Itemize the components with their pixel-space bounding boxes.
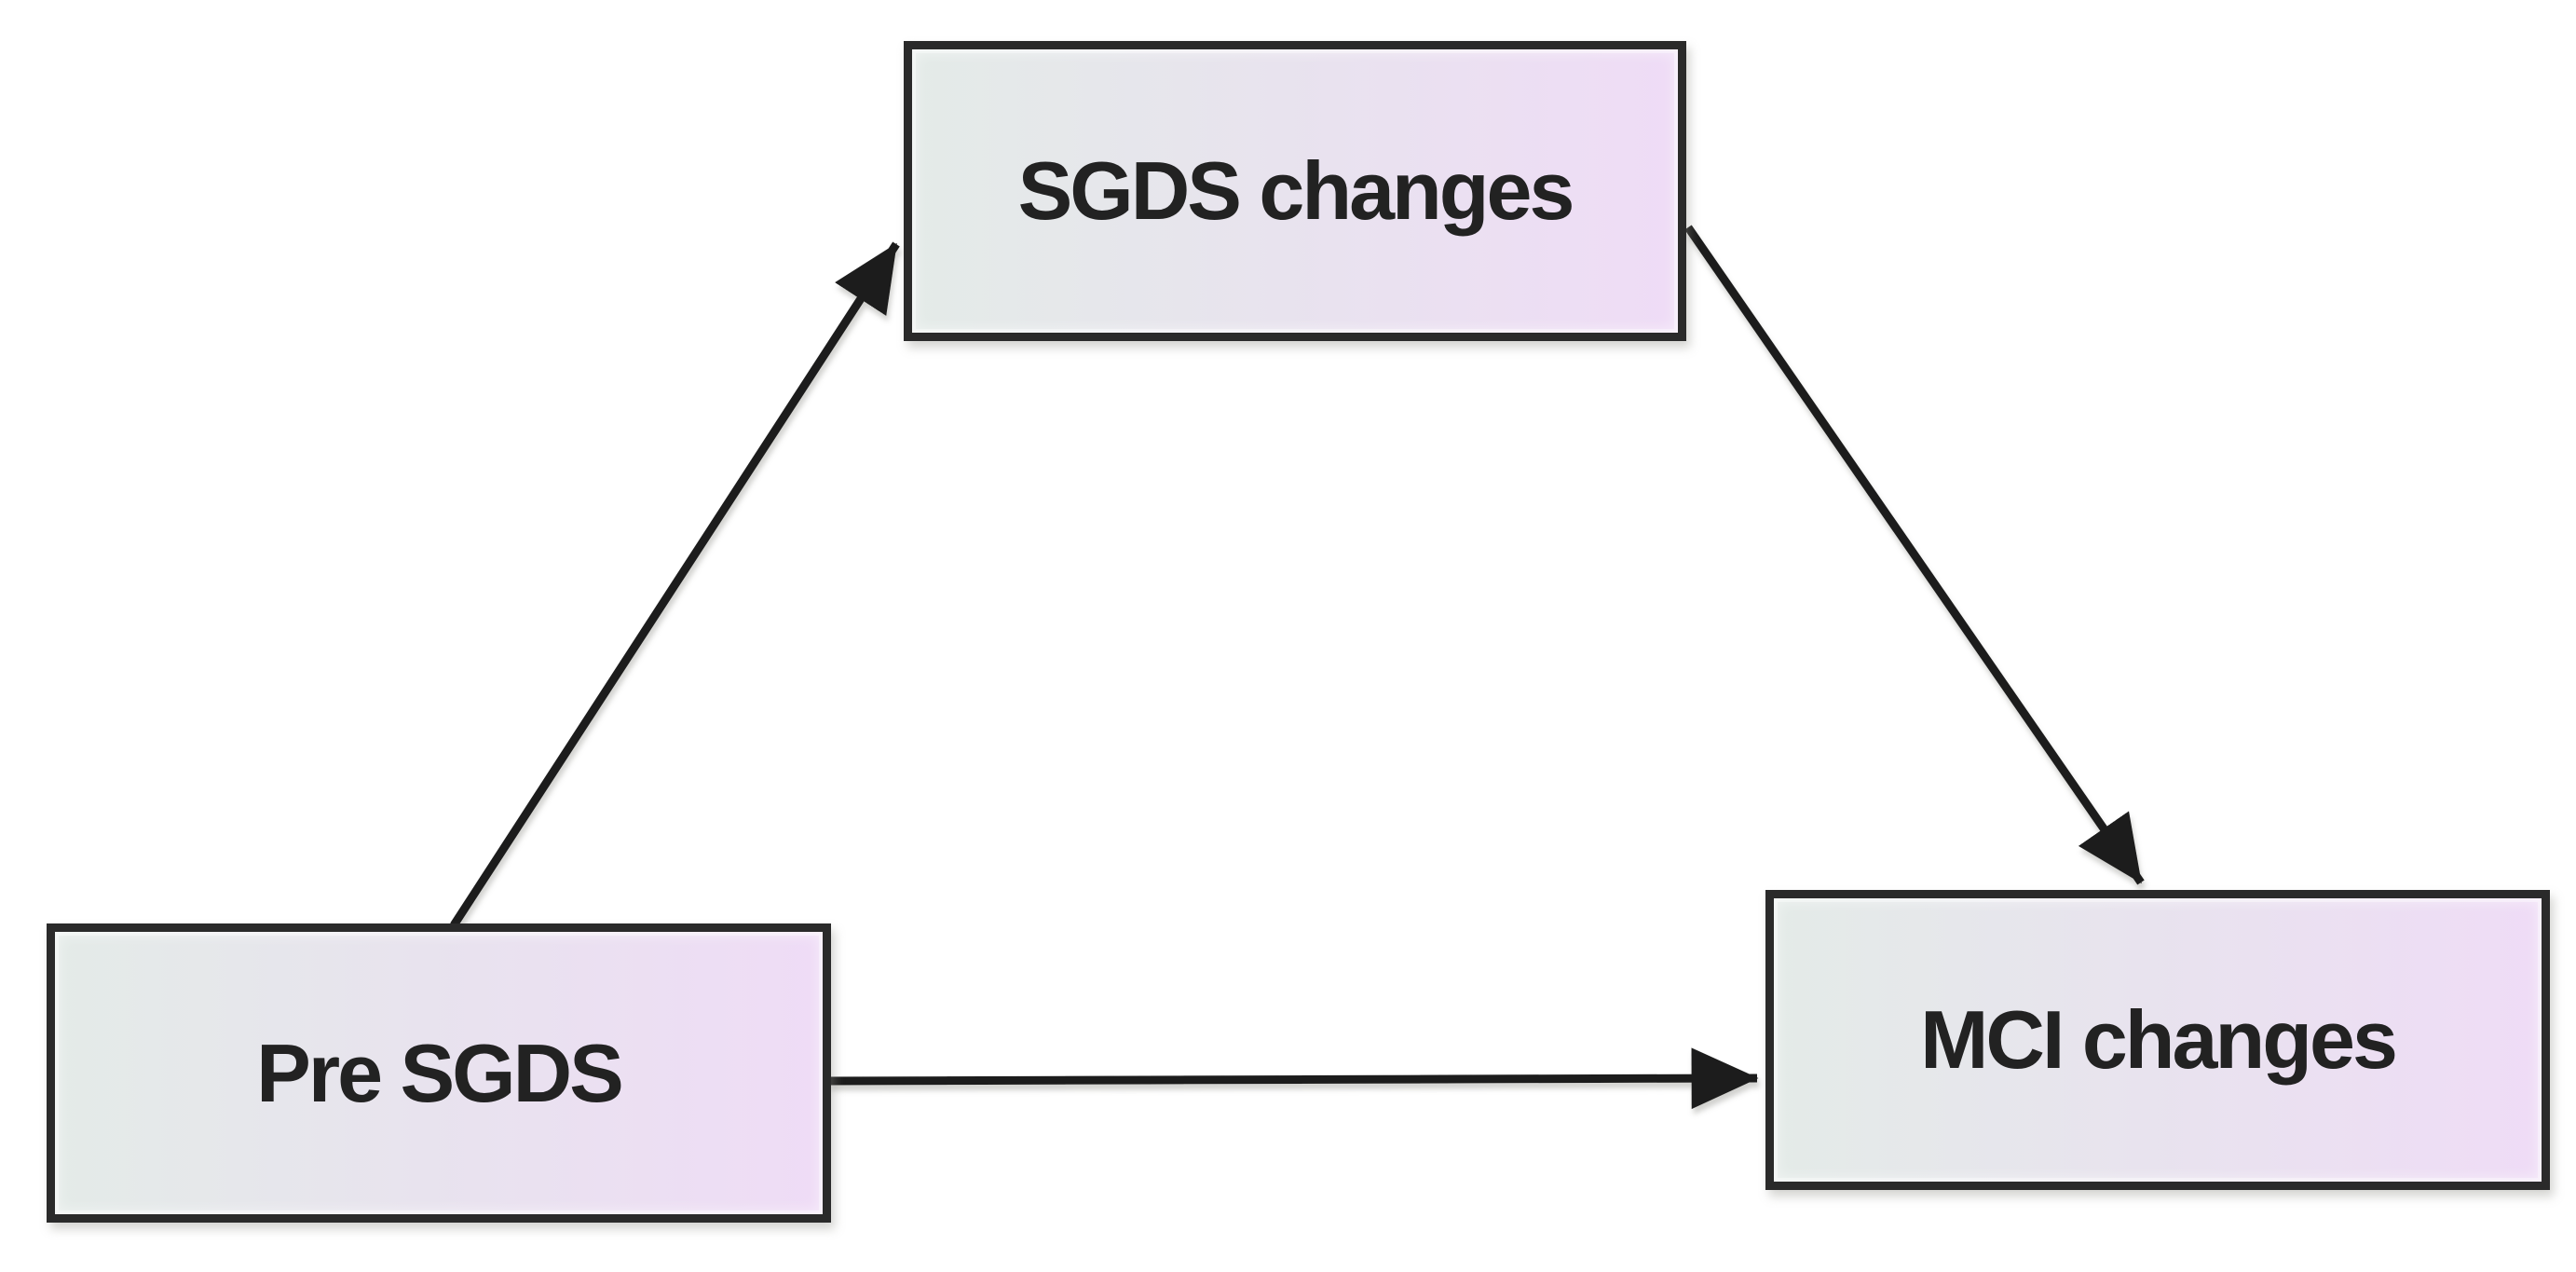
node-sgds-changes-label: SGDS changes — [1017, 144, 1575, 237]
node-mci-changes: MCI changes — [1765, 890, 2550, 1190]
arrow-sgds-changes-to-mci-changes — [1684, 225, 2145, 885]
arrow-pre-sgds-to-mci-changes — [828, 1047, 1759, 1110]
node-pre-sgds: Pre SGDS — [47, 923, 831, 1223]
arrow-pre-sgds-to-sgds-changes — [450, 241, 900, 928]
node-pre-sgds-label: Pre SGDS — [256, 1026, 624, 1119]
node-mci-changes-label: MCI changes — [1920, 993, 2398, 1086]
node-sgds-changes: SGDS changes — [904, 41, 1686, 341]
